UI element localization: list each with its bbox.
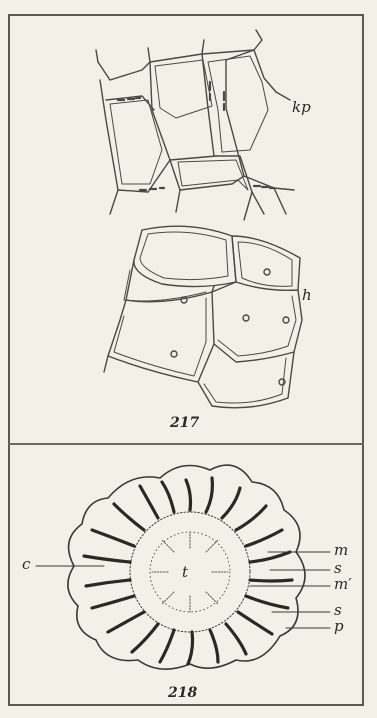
central-ring-m (130, 512, 250, 632)
label-s-lower: s (334, 603, 342, 618)
label-t: t (182, 565, 188, 580)
label-m-prime: m′ (334, 577, 352, 592)
label-p: p (334, 619, 344, 634)
label-s-upper: s (334, 561, 342, 576)
figure-number-218: 218 (168, 686, 197, 700)
label-m: m (334, 543, 348, 558)
label-c: c (22, 557, 30, 572)
